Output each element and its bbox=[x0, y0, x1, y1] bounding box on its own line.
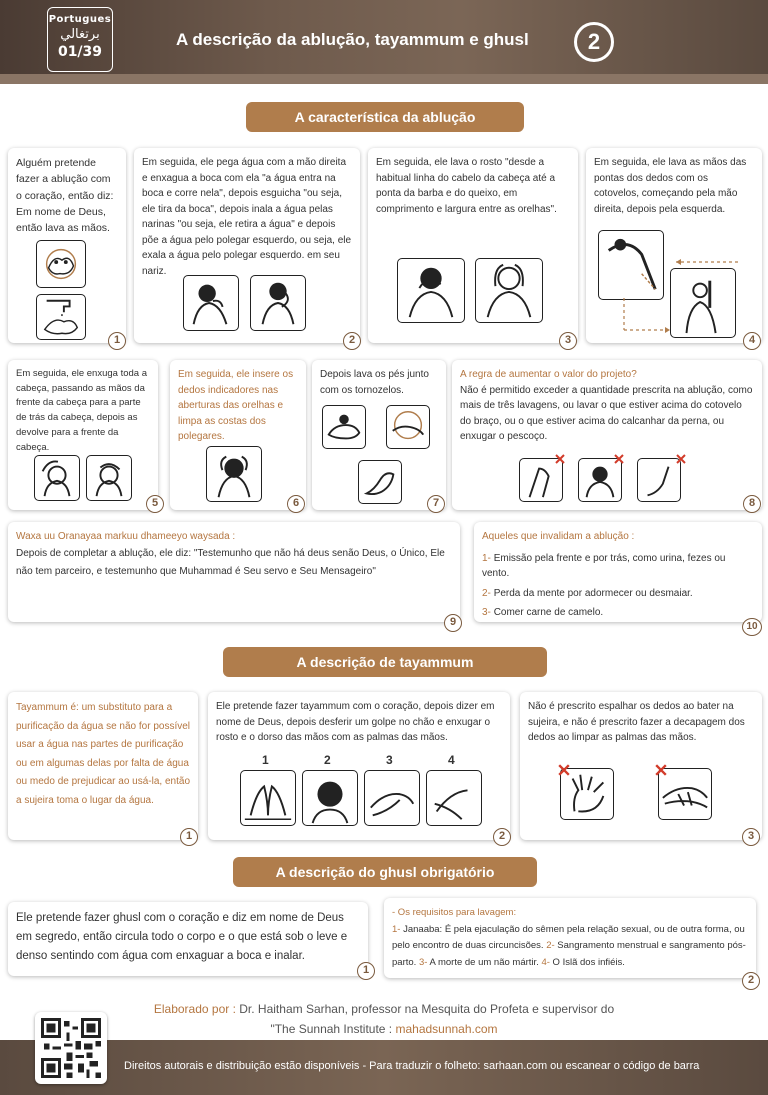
page-header: Portugues برتغالي 01/39 A descrição da a… bbox=[0, 0, 768, 84]
step-number: 1 bbox=[108, 332, 126, 350]
ablution-text-3: Em seguida, ele lava o rosto "desde a ha… bbox=[376, 157, 557, 215]
step-number: 5 bbox=[146, 495, 164, 513]
face-wash-icon-1 bbox=[397, 258, 465, 323]
spread-fingers-icon bbox=[560, 768, 614, 820]
step-number: 1 bbox=[180, 828, 198, 846]
section-ghusl-title: A descrição do ghusl obrigatório bbox=[233, 857, 537, 887]
step-number: 10 bbox=[742, 618, 762, 636]
qr-code[interactable] bbox=[35, 1012, 107, 1084]
page-counter: 01/39 bbox=[57, 44, 103, 60]
forbidden-x-icon bbox=[555, 454, 565, 464]
language-ar: برتغالي bbox=[60, 27, 100, 42]
ablution-text-7: Depois lava os pés junto com os tornozel… bbox=[320, 369, 429, 396]
direction-arrows bbox=[623, 259, 738, 333]
head-wipe-icon-1 bbox=[34, 455, 80, 501]
section-tayammum-title: A descrição de tayammum bbox=[223, 647, 547, 677]
wipe-hand-icon-2 bbox=[426, 770, 482, 826]
list-item: 1- Emissão pela frente e por trás, como … bbox=[482, 552, 726, 580]
ghusl-requirements-title: - Os requisitos para lavagem: bbox=[392, 907, 517, 918]
list-item: 2- Perda da mente por adormecer ou desma… bbox=[482, 587, 693, 599]
ghusl-text-1: Ele pretende fazer ghusl com o coração e… bbox=[16, 912, 348, 962]
institute-name: "The Sunnah Institute : bbox=[270, 1022, 396, 1036]
step-number: 8 bbox=[743, 495, 761, 513]
credit-block: Elaborado por : Dr. Haitham Sarhan, prof… bbox=[0, 999, 768, 1039]
arm-excess-icon bbox=[519, 458, 563, 502]
footer-bar: Direitos autorais e distribuição estão d… bbox=[0, 1040, 768, 1095]
face-wash-icon-2 bbox=[475, 258, 543, 323]
copyright-text: Direitos autorais e distribuição estão d… bbox=[124, 1060, 700, 1072]
hands-washing-icon bbox=[36, 240, 86, 288]
ablution-card-5: Em seguida, ele enxuga toda a cabeça, pa… bbox=[8, 360, 158, 510]
tayammum-text-1: Tayammum é: um substituto para a purific… bbox=[16, 702, 191, 806]
arm-wash-icon-2 bbox=[670, 268, 736, 338]
ablution-card-10: Aqueles que invalidam a ablução : 1- Emi… bbox=[474, 522, 762, 622]
ablution-text-6: Em seguida, ele insere os dedos indicado… bbox=[178, 369, 294, 442]
institute-link[interactable]: mahadsunnah.com bbox=[395, 1022, 498, 1036]
foot-wash-icon-3 bbox=[358, 460, 402, 504]
ablution-card-2: Em seguida, ele pega água com a mão dire… bbox=[134, 148, 360, 343]
forbidden-x-icon bbox=[558, 764, 570, 776]
tayammum-step-label: 4 bbox=[448, 753, 455, 767]
foot-wash-icon-1 bbox=[322, 405, 366, 449]
section-ablution-title: A característica da ablução bbox=[246, 102, 524, 132]
nose-rinse-icon bbox=[250, 275, 306, 331]
credit-label: Elaborado por : bbox=[153, 1002, 236, 1016]
tap-washing-icon bbox=[36, 294, 86, 340]
strike-ground-icon bbox=[240, 770, 296, 826]
tayammum-step-label: 3 bbox=[386, 753, 393, 767]
language-badge: Portugues برتغالي 01/39 bbox=[47, 7, 113, 72]
leg-excess-icon bbox=[637, 458, 681, 502]
interlace-fingers-icon bbox=[658, 768, 712, 820]
excess-rule-title: A regra de aumentar o valor do projeto? bbox=[460, 369, 637, 380]
tayammum-text-3: Não é prescrito espalhar os dedos ao bat… bbox=[528, 701, 745, 743]
step-number: 3 bbox=[742, 828, 760, 846]
ghusl-card-1: Ele pretende fazer ghusl com o coração e… bbox=[8, 902, 368, 976]
step-number: 7 bbox=[427, 495, 445, 513]
invalidators-title: Aqueles que invalidam a ablução : bbox=[482, 531, 635, 542]
ablution-text-1: Alguém pretende fazer a ablução com o co… bbox=[16, 157, 114, 235]
step-number: 1 bbox=[357, 962, 375, 980]
tayammum-text-2: Ele pretende fazer tayammum com o coraçã… bbox=[216, 701, 495, 743]
wipe-face-icon bbox=[302, 770, 358, 826]
step-number: 2 bbox=[493, 828, 511, 846]
leaflet-number: 2 bbox=[574, 22, 614, 62]
head-wipe-icon-2 bbox=[86, 455, 132, 501]
arm-wash-icon-1 bbox=[598, 230, 664, 300]
ghusl-requirements-text: 1- Janaaba: É pela ejaculação do sêmen p… bbox=[392, 923, 746, 968]
excess-rule-text: Não é permitido exceder a quantidade pre… bbox=[460, 384, 753, 443]
ear-wipe-icon bbox=[206, 446, 262, 502]
step-number: 2 bbox=[742, 972, 760, 990]
forbidden-x-icon bbox=[614, 454, 624, 464]
tayammum-step-label: 2 bbox=[324, 753, 331, 767]
tayammum-card-3: Não é prescrito espalhar os dedos ao bat… bbox=[520, 692, 762, 840]
ghusl-card-2: - Os requisitos para lavagem: 1- Janaaba… bbox=[384, 898, 756, 978]
ablution-text-4: Em seguida, ele lava as mãos das pontas … bbox=[594, 157, 747, 215]
ablution-card-9: Waxa uu Oranayaa markuu dhameeyo waysada… bbox=[8, 522, 460, 622]
after-ablution-text: Depois de completar a ablução, ele diz: … bbox=[16, 547, 445, 578]
step-number: 6 bbox=[287, 495, 305, 513]
language-en: Portugues bbox=[48, 14, 112, 25]
ablution-text-2: Em seguida, ele pega água com a mão dire… bbox=[142, 157, 352, 277]
wipe-hand-icon-1 bbox=[364, 770, 420, 826]
list-item: 3- Comer carne de camelo. bbox=[482, 607, 604, 618]
step-number: 2 bbox=[343, 332, 361, 350]
tayammum-card-1: Tayammum é: um substituto para a purific… bbox=[8, 692, 198, 840]
forbidden-x-icon bbox=[655, 764, 667, 776]
step-number: 4 bbox=[743, 332, 761, 350]
forbidden-x-icon bbox=[676, 454, 686, 464]
ablution-text-5: Em seguida, ele enxuga toda a cabeça, pa… bbox=[16, 368, 147, 453]
mouth-rinse-icon bbox=[183, 275, 239, 331]
after-ablution-title: Waxa uu Oranayaa markuu dhameeyo waysada… bbox=[16, 531, 236, 542]
neck-wipe-icon bbox=[578, 458, 622, 502]
tayammum-step-label: 1 bbox=[262, 753, 269, 767]
foot-wash-icon-2 bbox=[386, 405, 430, 449]
step-number: 3 bbox=[559, 332, 577, 350]
step-number: 9 bbox=[444, 614, 462, 632]
credit-text: Dr. Haitham Sarhan, professor na Mesquit… bbox=[235, 1002, 615, 1016]
page-title: A descrição da ablução, tayammum e ghusl bbox=[176, 30, 529, 49]
